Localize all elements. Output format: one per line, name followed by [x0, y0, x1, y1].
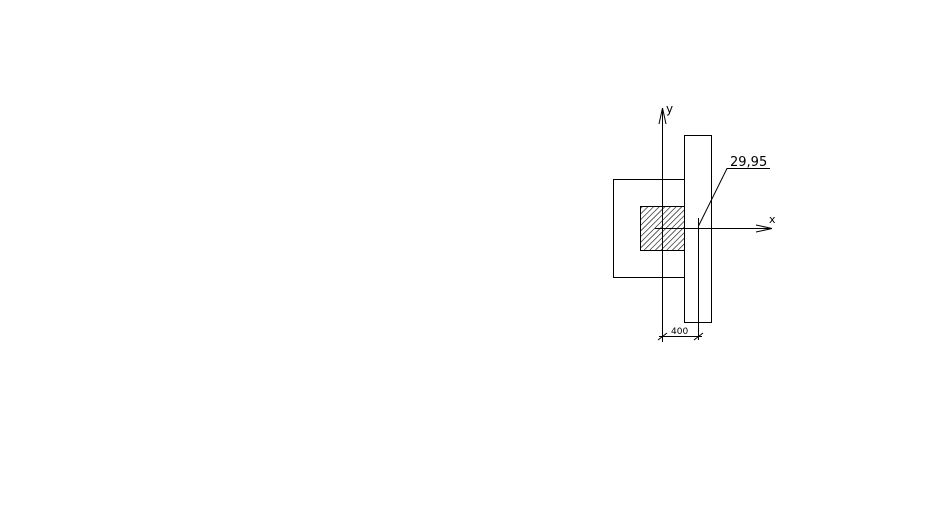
- y-axis-label: y: [666, 102, 673, 116]
- leader-line: [698, 168, 770, 227]
- y-axis-arrow-icon: [658, 107, 667, 125]
- dimension-tick-left: [657, 332, 668, 341]
- x-axis-label: x: [769, 213, 776, 226]
- x-axis-arrow-icon: [755, 224, 773, 233]
- dimension-tick-right: [693, 332, 704, 341]
- eccentricity-label: 29,95: [730, 155, 767, 170]
- dimension-label: 400: [671, 327, 688, 337]
